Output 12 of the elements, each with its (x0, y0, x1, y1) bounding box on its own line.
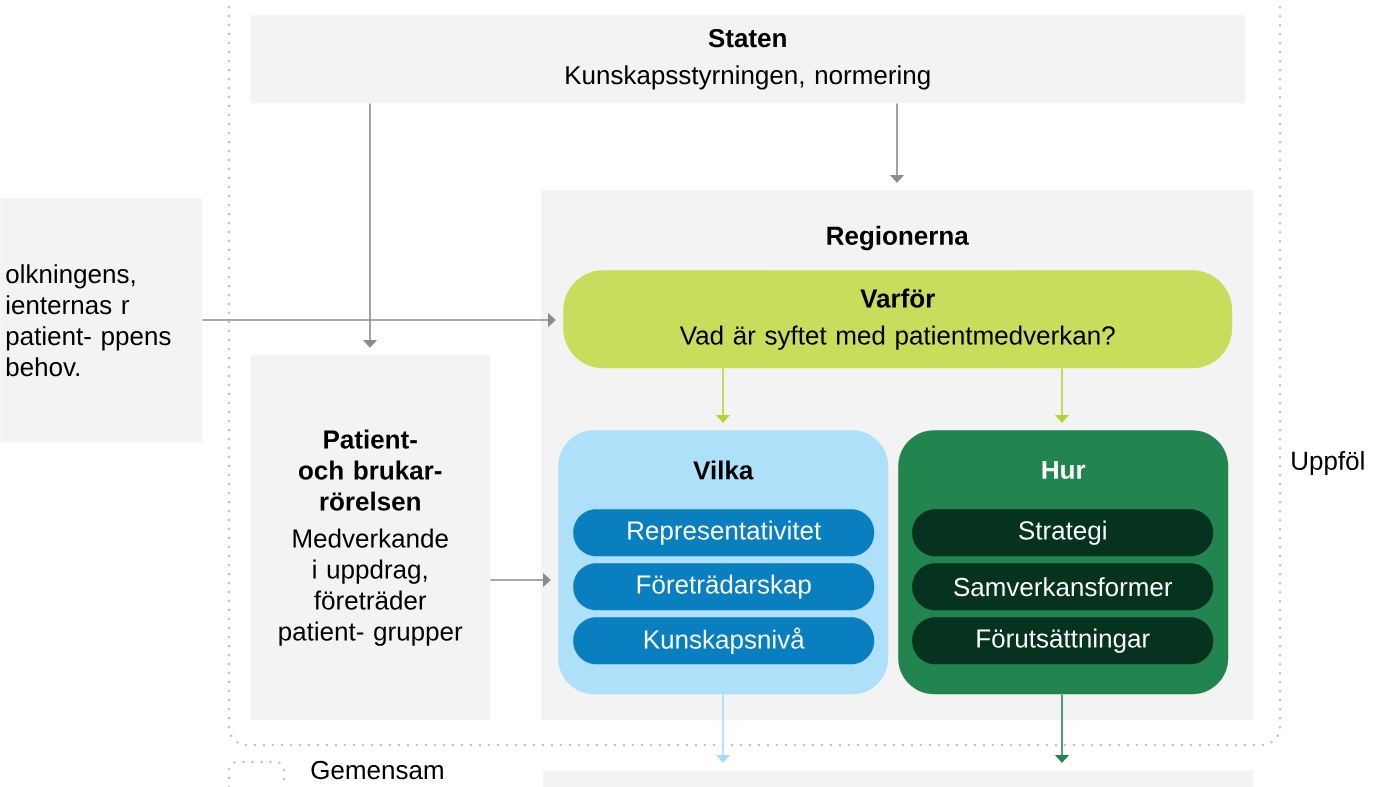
item-pill: Förutsättningar (912, 617, 1214, 665)
text-box: Patient- och brukar- rörelsen Medverkande i uppdrag, företräder patient- grupper (250, 355, 491, 721)
item-pill: Representativitet (573, 509, 875, 557)
legend-text: Gemensam (311, 760, 443, 780)
item-pill: Kunskapsnivå (573, 617, 875, 665)
item-pill: Samverkansformer (912, 563, 1214, 611)
item-pill: Företrädarskap (573, 563, 875, 611)
text-box: olkningens, ienternas r patient- ppens behov. (0, 198, 203, 443)
side-label: Uppföl (1292, 450, 1364, 476)
rounded-box: Varför Vad är syftet med patientmedverkan? (563, 270, 1233, 369)
header-box: Staten Kunskapsstyrningen, normering (250, 15, 1246, 104)
item-pill: Strategi (912, 509, 1214, 557)
